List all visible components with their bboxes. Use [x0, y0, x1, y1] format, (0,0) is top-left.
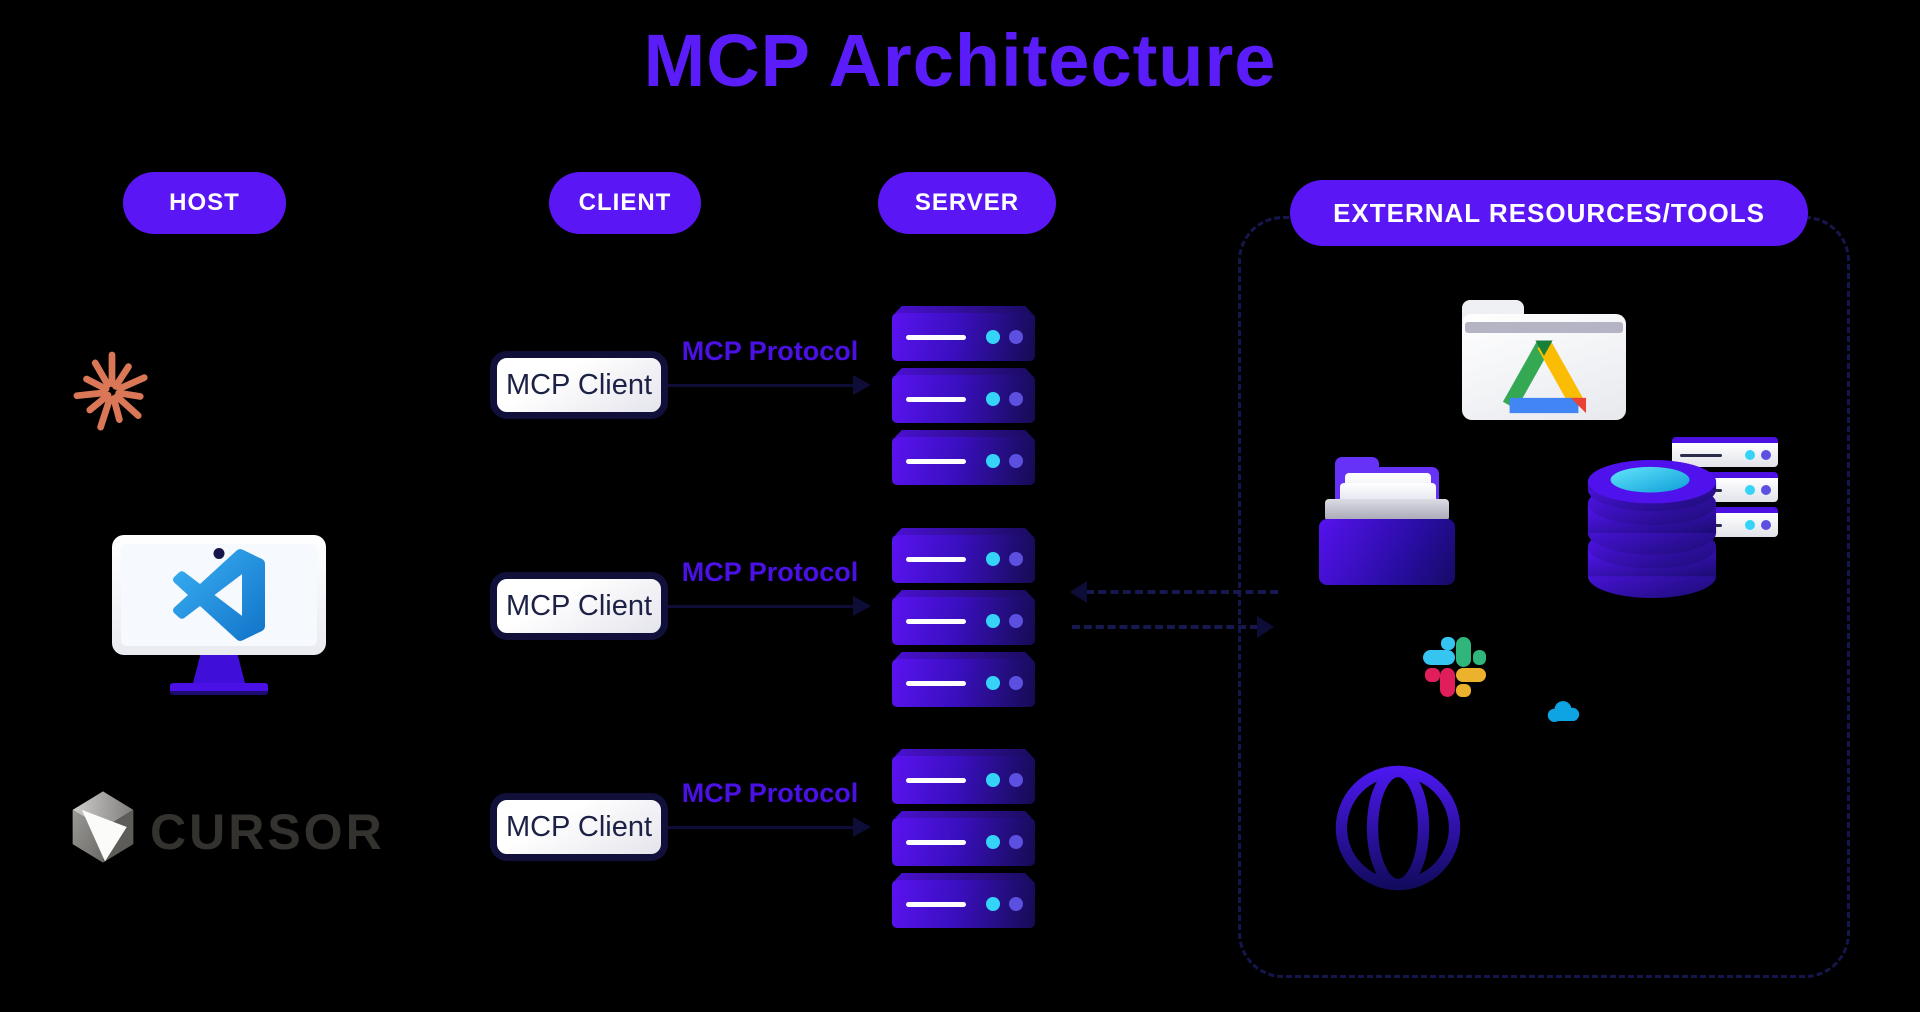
- pill-client-label: CLIENT: [578, 189, 672, 216]
- slack-icon: [1423, 637, 1486, 697]
- pill-external-label: EXTERNAL RESOURCES/TOOLS: [1333, 197, 1765, 228]
- server-slab: [892, 659, 1035, 707]
- server-dot-violet: [1009, 897, 1023, 911]
- server-dot-violet: [1009, 614, 1023, 628]
- server-dot-violet: [1009, 552, 1023, 566]
- server-dot-violet: [1009, 676, 1023, 690]
- server-slab: [892, 535, 1035, 583]
- arrow-client-to-server-3: [668, 817, 871, 837]
- server-dot-cyan: [986, 330, 1000, 344]
- cursor-wordmark: CURSOR: [150, 804, 385, 860]
- google-drive-icon: [1502, 340, 1587, 414]
- server-line: [906, 556, 966, 562]
- monitor-screen: [121, 544, 317, 646]
- server-dot-cyan: [986, 454, 1000, 468]
- server-dot-cyan: [986, 614, 1000, 628]
- pill-host-label: HOST: [169, 189, 240, 216]
- server-line: [906, 458, 966, 464]
- cursor-cube-icon: [72, 791, 134, 863]
- rack-slab: [1672, 437, 1778, 467]
- server-line: [906, 618, 966, 624]
- server-slab: [892, 437, 1035, 485]
- globe-icon: [1335, 765, 1461, 891]
- arrow-client-to-server-2: [668, 596, 871, 616]
- server-slab: [892, 756, 1035, 804]
- vscode-monitor: [112, 535, 326, 695]
- rack-line: [1680, 453, 1722, 457]
- pill-server: SERVER: [878, 172, 1056, 234]
- arrow-client-to-server-1: [668, 375, 871, 395]
- server-line: [906, 777, 966, 783]
- mcp-client-label-3: MCP Client: [505, 810, 653, 843]
- server-dot-violet: [1009, 773, 1023, 787]
- rack-dot-violet: [1761, 520, 1771, 530]
- server-line: [906, 334, 966, 340]
- server-dot-violet: [1009, 454, 1023, 468]
- dashed-arrow-server-to-external: [1072, 616, 1274, 638]
- mcp-protocol-label-2: MCP Protocol: [681, 557, 859, 587]
- mcp-protocol-label-1: MCP Protocol: [681, 336, 859, 366]
- mcp-protocol-label-3: MCP Protocol: [681, 778, 859, 808]
- rack-dot-cyan: [1745, 520, 1755, 530]
- database-icon: [1587, 460, 1717, 599]
- mcp-client-label-1: MCP Client: [505, 368, 653, 401]
- mcp-client-box-2: MCP Client: [490, 572, 668, 640]
- rack-dot-cyan: [1745, 450, 1755, 460]
- server-dot-cyan: [986, 897, 1000, 911]
- server-slab: [892, 818, 1035, 866]
- rack-dot-violet: [1761, 485, 1771, 495]
- server-icon-1: [892, 313, 1035, 485]
- google-drive-folder: [1462, 300, 1626, 420]
- server-line: [906, 396, 966, 402]
- monitor-frame: [112, 535, 326, 655]
- server-dot-cyan: [986, 552, 1000, 566]
- camera-dot: [213, 548, 225, 559]
- server-slab: [892, 375, 1035, 423]
- server-dot-cyan: [986, 392, 1000, 406]
- mcp-client-box-3: MCP Client: [490, 793, 668, 861]
- server-dot-violet: [1009, 392, 1023, 406]
- server-dot-cyan: [986, 773, 1000, 787]
- pill-external-resources: EXTERNAL RESOURCES/TOOLS: [1290, 180, 1808, 246]
- server-slab: [892, 313, 1035, 361]
- monitor-stand-neck: [193, 655, 245, 683]
- server-line: [906, 901, 966, 907]
- folder-body: [1462, 314, 1626, 420]
- dashed-arrow-external-to-server: [1070, 581, 1278, 603]
- pill-host: HOST: [123, 172, 286, 234]
- server-dot-violet: [1009, 835, 1023, 849]
- rack-dot-violet: [1761, 450, 1771, 460]
- server-dot-cyan: [986, 676, 1000, 690]
- monitor-stand-base: [170, 683, 268, 695]
- mcp-client-box-1: MCP Client: [490, 351, 668, 419]
- purple-folder: [1317, 457, 1457, 585]
- server-slab: [892, 880, 1035, 928]
- pill-server-label: SERVER: [914, 189, 1020, 216]
- server-icon-2: [892, 535, 1035, 707]
- server-icon-3: [892, 756, 1035, 928]
- server-line: [906, 680, 966, 686]
- salesforce-cloud-icon: [1547, 701, 1580, 722]
- server-dot-cyan: [986, 835, 1000, 849]
- page-title: MCP Architecture: [643, 19, 1277, 102]
- folder-strip: [1465, 322, 1623, 333]
- mcp-client-label-2: MCP Client: [505, 589, 653, 622]
- folder-front: [1319, 519, 1455, 585]
- vscode-icon: [173, 549, 265, 641]
- server-dot-violet: [1009, 330, 1023, 344]
- server-slab: [892, 597, 1035, 645]
- rack-dot-cyan: [1745, 485, 1755, 495]
- folder-band: [1325, 499, 1449, 521]
- pill-client: CLIENT: [549, 172, 701, 234]
- server-line: [906, 839, 966, 845]
- claude-logo-icon: [73, 351, 148, 431]
